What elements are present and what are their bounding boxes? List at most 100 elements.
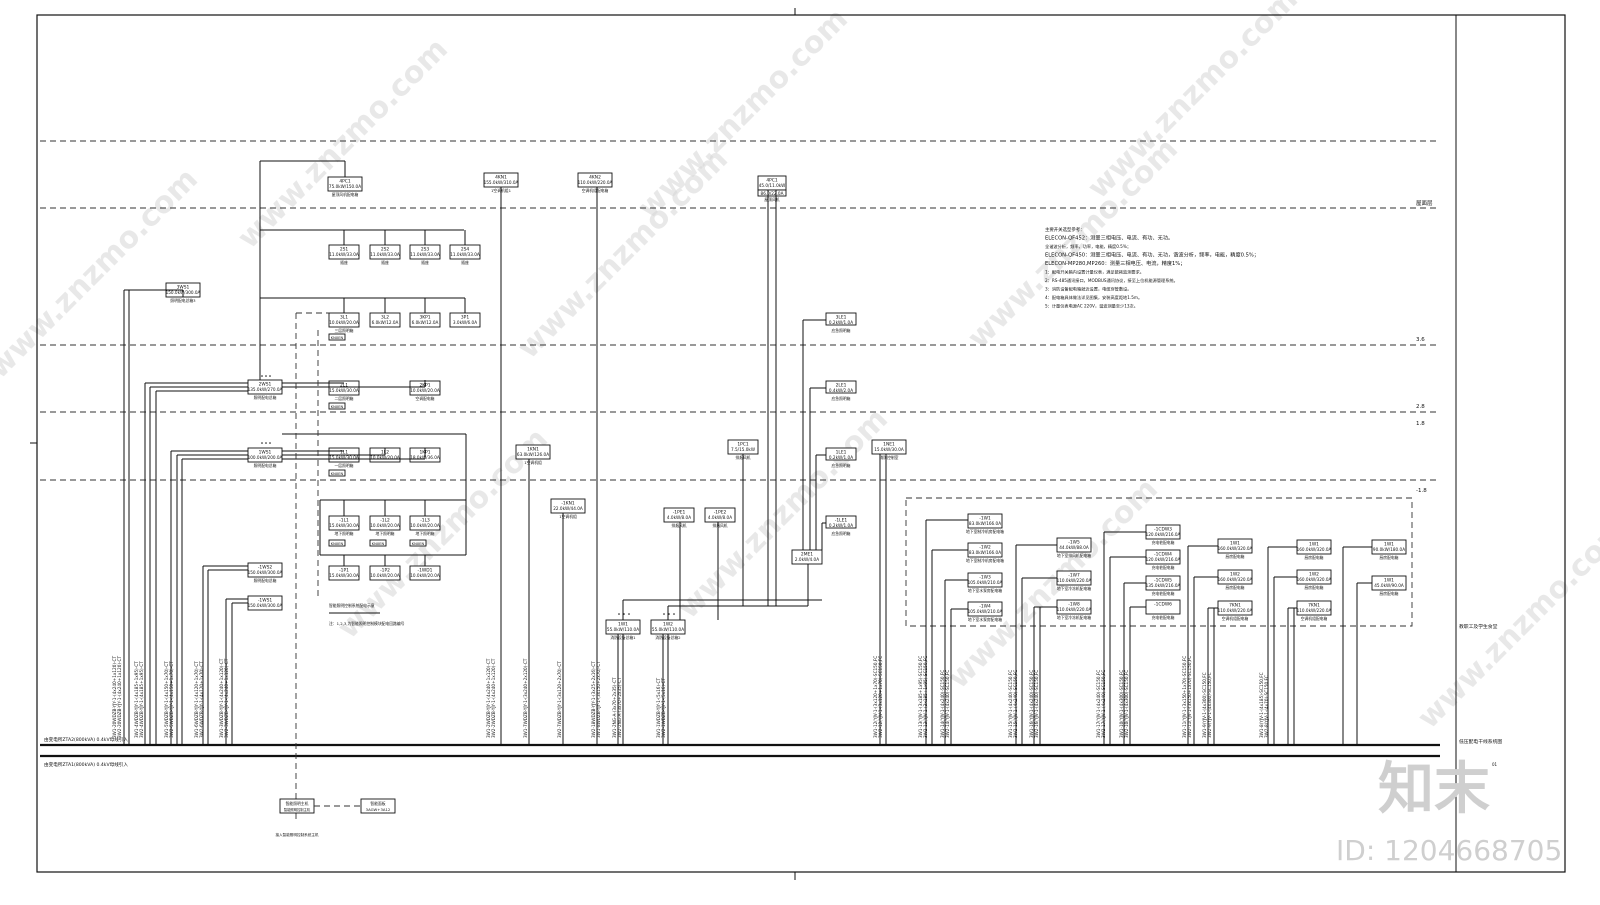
panel-desc: 充电桩配电箱 (1152, 591, 1175, 596)
cable-label: 3W1-11(YJV-1-(3x150+1x70)-SC150,FC (1182, 656, 1187, 738)
panel-name: -1WD1 (418, 568, 433, 574)
panel-desc: 地下室冷冻机配电箱 (1057, 586, 1091, 591)
panel-rating: 44.0kW/88.0A (1059, 545, 1089, 550)
cable-label: 3W1-20WDZB-YJY-1-(4x240+1x120)-CT (112, 656, 117, 738)
cable-label: 3W2-12(YJV-1-(3x120+1x70)-SC150,FC (878, 656, 883, 738)
panel-rating: 10.0kW/20.0A (370, 573, 400, 578)
panel-name: -1KN1 (561, 501, 575, 507)
panel-box (663, 507, 695, 523)
small-note: 智能照明控制系统配电示意 (329, 603, 375, 608)
panel-desc: 厨房配电箱 (1305, 585, 1324, 590)
title-drawing: 低压配电干线系统图 (1459, 738, 1502, 745)
notes-line: 主要开关选型参考： (1045, 226, 1085, 233)
panel-name: -1CDW5 (1154, 578, 1172, 584)
panel-desc: 充电桩配电箱 (1152, 540, 1175, 545)
dot (663, 613, 665, 615)
panel-rating: 11.0kW/33.0A (329, 252, 359, 257)
floor-label-f1: 1.8 (1416, 421, 1425, 427)
panel-name: -1W1 (979, 516, 991, 522)
panel-desc: 应急照明箱 (832, 396, 851, 401)
cable-label: 3W2-2WDZB-YJY-1-(4x240+1x120)-CT (491, 658, 496, 738)
panel-box (791, 549, 823, 565)
panel-rating: 90.0kW/180.0A (1373, 547, 1405, 552)
tag-label: KNXEN (331, 542, 344, 546)
panel-name: 2ME1 (801, 552, 813, 558)
cable-label: 3W2-9(YJV-1-(4x300)-SC150,FC (1207, 672, 1212, 738)
watermark-text: www.znzmo.com (631, 2, 855, 226)
cable-label: 3W1-16(YJV-1-(4x240)-SC150,FC (1029, 670, 1034, 738)
tag-label: KNXEN (331, 472, 344, 476)
cable-label: 3W2-15(YJV-1-(4x240)-SC150,FC (1013, 670, 1018, 738)
panel-rating: 63.0kW/126.0A (517, 452, 549, 457)
panel-desc: 厨房配电箱 (1226, 585, 1245, 590)
panel-desc: 1空调机组 (524, 460, 542, 465)
cable-label: 3W1-2NG-A-(3x70+2x35)-CT (612, 677, 617, 738)
notes-line: 2：RS-485通讯接口，MODBUS通讯协议，接至上位机能源管理系统。 (1045, 277, 1178, 284)
panel-desc: 地下室制冷机房配电箱 (966, 529, 1004, 534)
panel-name: 2S3 (421, 247, 430, 253)
title-sheet: 01 (1492, 762, 1498, 767)
panel-rating: 110.0kW/220.0A (1057, 607, 1092, 612)
small-note: 注：1,2,3,为智能照明控制模块配电回路编号 (329, 621, 405, 626)
cable-label: 3W1-15(YJV-1-(4x240)-SC150,FC (1008, 670, 1013, 738)
panel-name: -1CDW4 (1154, 552, 1172, 558)
dot (623, 613, 625, 615)
panel-rating: 45.0/11.0kW (759, 183, 786, 188)
notes-line: 1：配电开关箱内设置计量仪表，满足能耗监测要求。 (1045, 269, 1144, 276)
panel-desc: 一层照明箱 (335, 463, 354, 468)
panel-rating: 11.0kW/33.0A (370, 252, 400, 257)
panel-desc: 厨房配电箱 (1380, 591, 1399, 596)
panel-rating: 3.0kW/6.0A (453, 320, 477, 325)
panel-rating: 10.0kW/20.0A (329, 320, 359, 325)
cable-label: 3W1-7WDZB-YJY-1-(3x240+2x120)-CT (523, 658, 528, 738)
bottom-box-name: 智能照明主机 (286, 801, 309, 806)
panel-name: 1WS1 (259, 450, 272, 456)
panel-name: -1L2 (380, 518, 390, 524)
tag-label: KNXEN (331, 405, 344, 409)
panel-name: -1PE1 (673, 510, 686, 516)
cable-label: 3W2-17(YJV-1-(4x240)-SC150,FC (1101, 670, 1106, 738)
panel-name: 7KN1 (1308, 603, 1320, 609)
tag-label: KNXEN (331, 336, 344, 340)
panel-rating: 135.0kW/270.0A (248, 387, 283, 392)
panel-name: 1L1 (340, 450, 348, 456)
panel-rating: 110.0kW/220.0A (1297, 608, 1332, 613)
panel-name: -1PE2 (714, 510, 727, 516)
bottom-box-name: 智能面板 (370, 801, 385, 806)
panel-name: 1W2 (1309, 572, 1319, 578)
cable-label: 3W1-6WDZB-YJY-1-(4x120+1x70)-CT (194, 661, 199, 738)
bottom-box-2 (360, 798, 396, 814)
title-project: 教职工及学生食堂 (1459, 623, 1498, 630)
cable-label: 3W1-4WDZB-YJY-1-(4x185+1x95)-CT (134, 661, 139, 738)
panel-desc: 地下照明箱 (335, 531, 354, 536)
panel-name: -1W2 (979, 545, 991, 551)
panel-rating: 6.0kW/12.0A (412, 320, 439, 325)
panel-desc: 插座 (381, 260, 389, 265)
cable-label: 3W1-1WDZB-YJY-1-(5x16)-CT (656, 678, 661, 738)
dot (261, 375, 263, 377)
panel-rating: 110.0kW/220.0A (1057, 578, 1092, 583)
floor-label-roof: 屋面层 (1416, 200, 1433, 207)
cable-label: 3W2-6WDZB-YJY-1-(4x120+1x70)-CT (199, 661, 204, 738)
panel-rating: 160.0kW/320.0A (1218, 546, 1253, 551)
panel-name: 1W2 (663, 622, 673, 628)
panel-rating: 10.0kW/20.0A (410, 523, 440, 528)
panel-name: 2LE1 (836, 383, 847, 389)
cable-label: 3W2-14(YJV-1-(4x240)-SC150,FC (945, 670, 950, 738)
